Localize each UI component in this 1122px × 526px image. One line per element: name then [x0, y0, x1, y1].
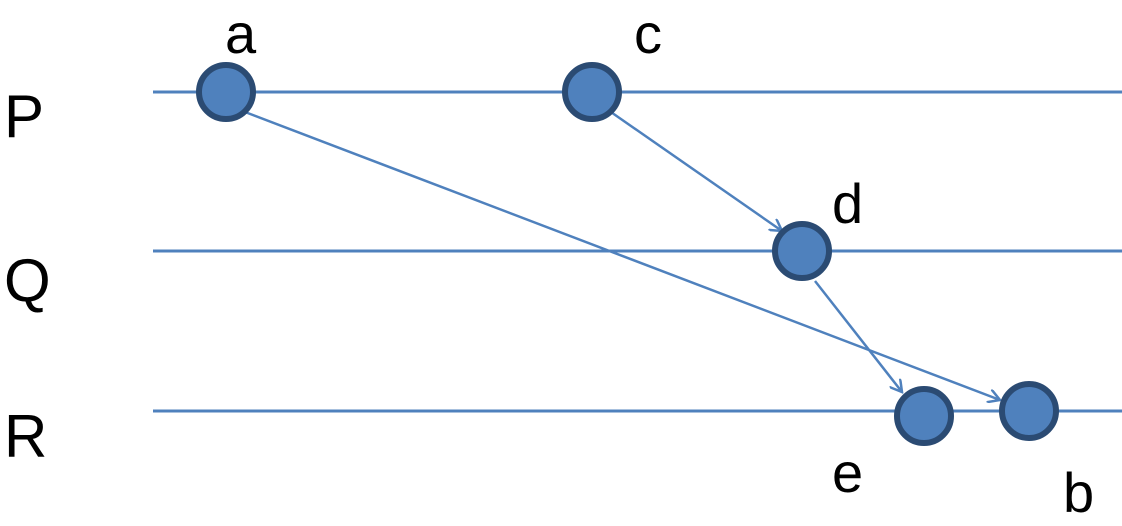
message-a-to-b	[244, 110, 1000, 400]
event-label-a: a	[225, 2, 257, 65]
message-c-to-d	[607, 108, 782, 231]
process-label-p: P	[4, 83, 44, 150]
event-label-b: b	[1063, 461, 1094, 524]
event-e-node	[894, 386, 954, 446]
event-label-d: d	[832, 172, 863, 235]
process-label-r: R	[4, 403, 47, 470]
message-d-to-e	[814, 280, 902, 392]
event-d-node	[772, 221, 832, 281]
event-a-node	[196, 62, 256, 122]
event-label-c: c	[634, 2, 662, 65]
event-label-e: e	[832, 441, 863, 504]
event-b-node	[999, 381, 1059, 441]
process-label-q: Q	[4, 247, 51, 314]
event-c-node	[562, 62, 622, 122]
